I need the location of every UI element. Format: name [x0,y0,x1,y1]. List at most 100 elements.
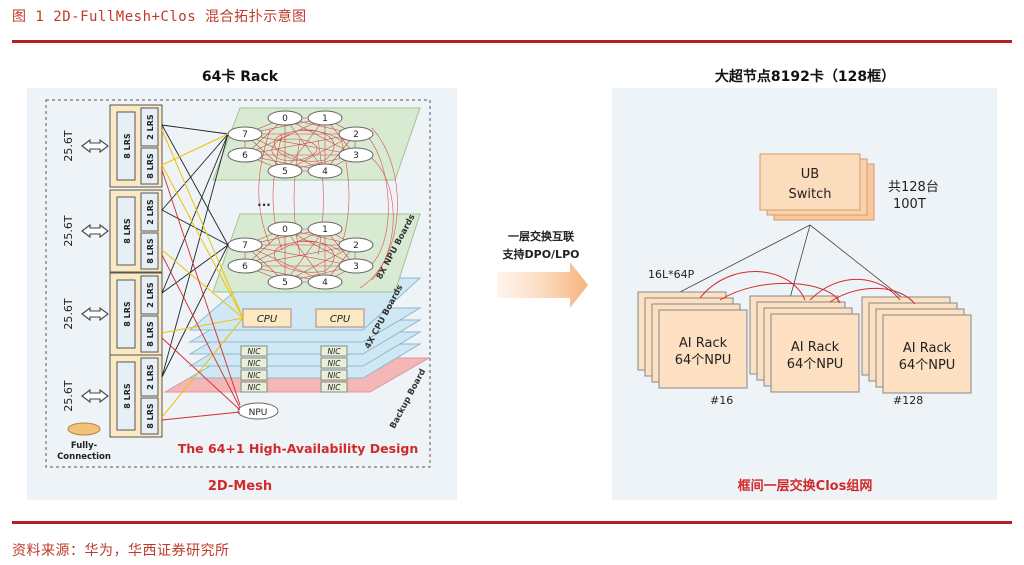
lrs-label-3a: 8 LRS [123,301,132,327]
lrs-board-2 [109,189,163,273]
lrs-board-3 [109,272,163,356]
fully-connection-label: Fully-Connection [57,441,111,462]
nic-chip [240,369,268,381]
right-panel-bottom-label: 框间一层交换Clos组网 [738,478,873,494]
cpu-chip-2-label: CPU [330,314,351,325]
npu-nodes-top: 0 1 2 3 4 5 6 7 [227,110,374,179]
mesh-links-bottom [244,228,356,283]
ai-rack-group-2: AI Rack 64个NPU [749,295,860,393]
nic-chip [240,381,268,393]
left-panel-title: 64卡 Rack [202,68,279,85]
lrs-label-2a: 8 LRS [123,218,132,244]
switch-uplinks [679,224,906,301]
double-arrow-icon [81,138,109,154]
switch-spec: 100T [893,197,926,212]
lrs-board-4 [109,354,163,438]
lrs-label-2b: 2 LRS [146,199,155,225]
lrs-label-2c: 8 LRS [146,238,155,264]
left-panel-bottom-label: 2D-Mesh [208,479,272,494]
ai-rack-label-3a: AI Rack [903,341,952,356]
lrs-label-3c: 8 LRS [146,321,155,347]
double-arrow-icon [81,388,109,404]
backup-npu-node [237,402,279,420]
nic-chip [320,345,348,357]
nic-label: NIC [327,359,341,368]
npu-node-label: 4 [322,278,328,288]
npu-node-label: 2 [353,241,359,251]
cpu-chip-2 [315,308,365,328]
middle-line-2: 支持DPO/LPO [502,247,580,261]
lrs-black-links [161,124,229,378]
bottom-rule [12,521,1012,524]
ai-rack-label-1a: AI Rack [679,336,728,351]
fully-connection-ellipse-icon [67,422,101,436]
npu-node-label: 0 [282,225,288,235]
ai-rack-label-2a: AI Rack [791,340,840,355]
switch-line-2: Switch [789,187,832,202]
nic-label: NIC [247,371,261,380]
npu-node-label: 5 [282,278,288,288]
double-arrow-icon [81,223,109,239]
npu-node-label: 1 [322,225,328,235]
design-label: The 64+1 High-Availability Design [178,441,418,456]
npu-node-label: 6 [242,151,248,161]
lrs-label-3b: 2 LRS [146,282,155,308]
rack-dashed-frame [45,99,431,468]
npu-node-label: 7 [242,130,248,140]
mesh-links-top [244,117,356,172]
lrs-label-1a: 8 LRS [123,133,132,159]
bandwidth-label-1: 25.6T [62,130,75,161]
nic-label: NIC [247,359,261,368]
lrs-board-1 [109,104,163,188]
npu-node-label: 4 [322,167,328,177]
ai-rack-group-3: AI Rack 64个NPU [861,296,972,394]
bandwidth-label-2: 25.6T [62,215,75,246]
lrs-label-4b: 2 LRS [146,364,155,390]
rack-id-128: #128 [893,394,923,407]
double-arrow-icon [81,306,109,322]
lrs-label-1c: 8 LRS [146,153,155,179]
nic-chip [320,357,348,369]
bandwidth-label-4: 25.6T [62,380,75,411]
right-panel-title: 大超节点8192卡（128框） [715,68,895,85]
inter-rack-links [699,271,916,305]
lrs-label-4a: 8 LRS [123,383,132,409]
ai-rack-group-1: AI Rack 64个NPU [637,291,748,389]
npu-node-label: 6 [242,262,248,272]
npu-node-label: 3 [353,262,359,272]
middle-line-1: 一层交换互联 [508,229,574,243]
figure-title: 图 1 2D-FullMesh+Clos 混合拓扑示意图 [12,9,307,25]
backup-npu-label: NPU [249,408,268,418]
ai-rack-label-1b: 64个NPU [675,353,732,368]
ub-switch [759,153,861,211]
switch-count: 共128台 [888,180,939,195]
npu-node-label: 5 [282,167,288,177]
double-arrow-icons [81,138,109,404]
nic-label: NIC [327,347,341,356]
source-note: 资料来源：华为，华西证券研究所 [12,543,230,559]
top-rule [12,40,1012,43]
nic-chip [240,345,268,357]
transition-arrow-icon [497,262,588,308]
npu-node-label: 2 [353,130,359,140]
npu-board-bottom [212,213,421,293]
rack-id-16: #16 [710,394,733,407]
nic-label: NIC [327,371,341,380]
nic-label: NIC [247,347,261,356]
ellipsis-label: ... [257,195,271,209]
nic-label: NIC [327,383,341,392]
lrs-label-1b: 2 LRS [146,114,155,140]
nic-chip [320,381,348,393]
ai-rack-label-3b: 64个NPU [899,358,956,373]
ai-rack-label-2b: 64个NPU [787,357,844,372]
inter-board-links [258,127,398,289]
nic-label: NIC [247,383,261,392]
bandwidth-label-3: 25.6T [62,298,75,329]
nic-chip [240,357,268,369]
link-label: 16L*64P [648,268,695,281]
npu-node-label: 7 [242,241,248,251]
lrs-label-4c: 8 LRS [146,403,155,429]
nic-chip [320,369,348,381]
npu-nodes-bottom: 0 1 2 3 4 5 6 7 [227,221,374,290]
